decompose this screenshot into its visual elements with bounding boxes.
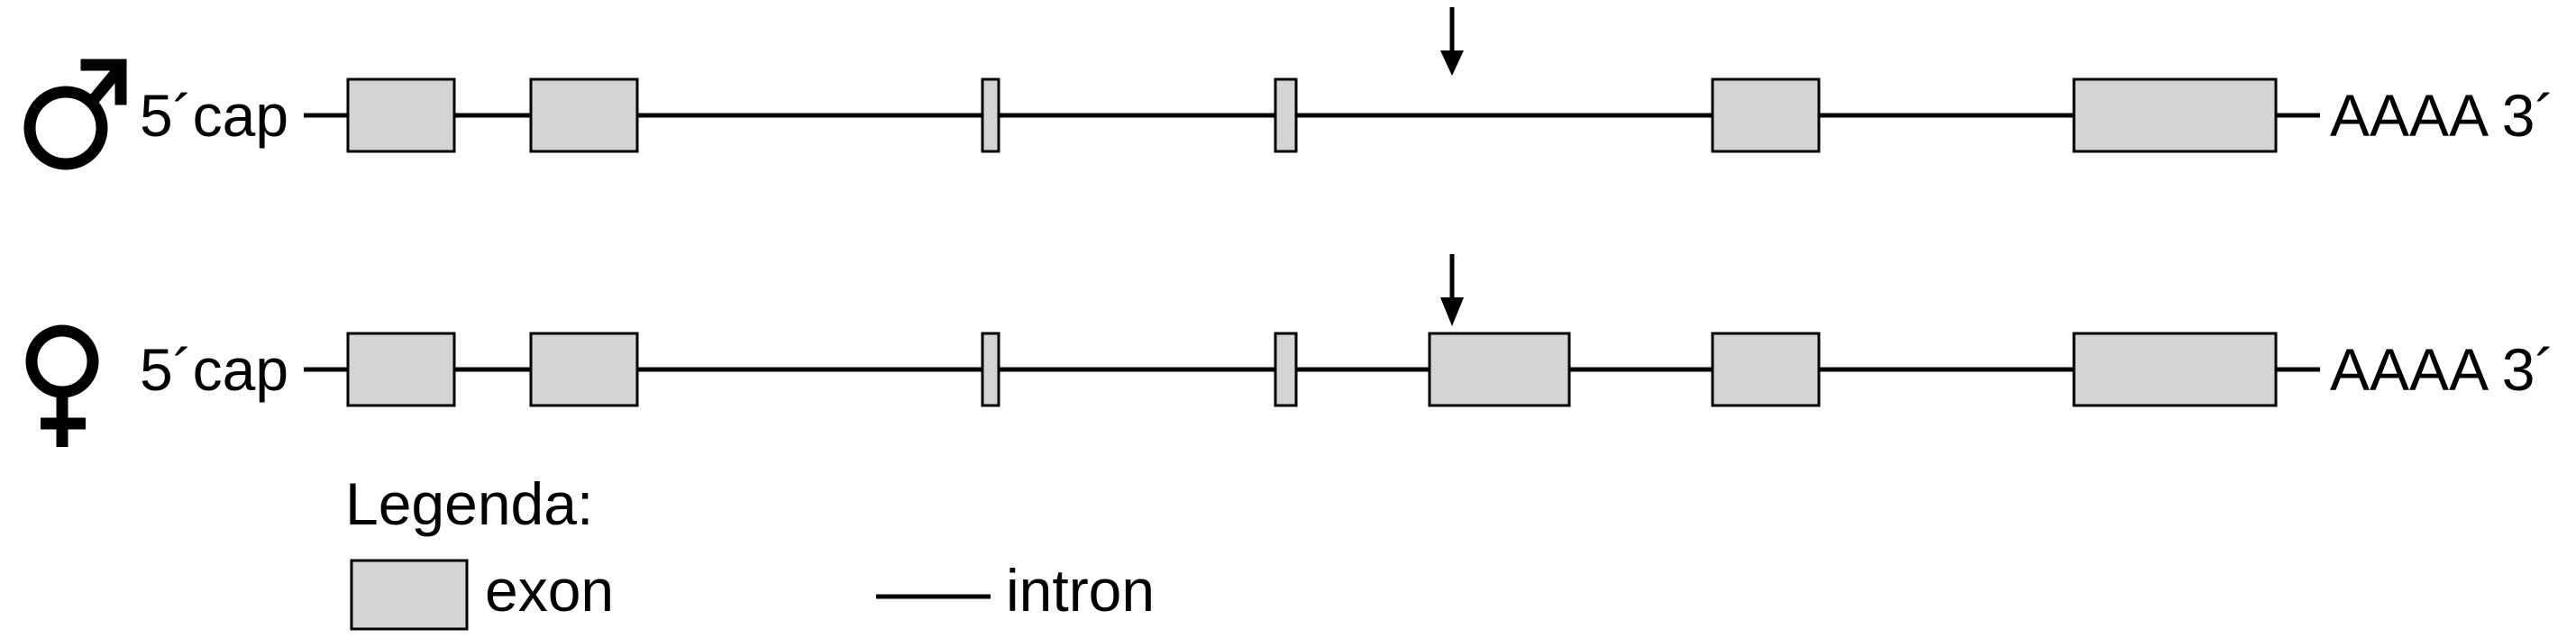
legend-intron-label: intron [1006, 557, 1155, 624]
exon-box [1711, 77, 1821, 153]
legend: Legenda: exon intron [345, 470, 1155, 631]
exon-box [346, 332, 456, 407]
poly-a-tail-label: AAAA 3´ [2330, 82, 2554, 149]
five-prime-cap-label: 5´cap [140, 82, 288, 149]
exon-box [346, 77, 456, 153]
exon-box [529, 77, 639, 153]
exon-box [981, 332, 1000, 407]
legend-exon-label: exon [485, 557, 614, 624]
transcript-row-male: 5´cap AAAA 3´ [23, 7, 2554, 170]
exon-box [1428, 332, 1571, 407]
poly-a-tail-label: AAAA 3´ [2330, 336, 2554, 403]
five-prime-cap-label: 5´cap [140, 336, 288, 403]
exon-box [2072, 77, 2278, 153]
male-symbol-icon [23, 59, 127, 170]
transcript-row-female: 5´cap AAAA 3´ [25, 254, 2554, 447]
down-arrow-icon [1440, 254, 1464, 326]
exon-box [1274, 77, 1298, 153]
exon-box [2072, 332, 2278, 407]
exon-box [529, 332, 639, 407]
female-symbol-icon [25, 324, 99, 447]
down-arrow-icon [1440, 7, 1464, 76]
exon-box [981, 77, 1000, 153]
exon-box [1274, 332, 1298, 407]
exon-box [1711, 332, 1821, 407]
legend-exon-swatch [350, 559, 469, 631]
legend-title: Legenda: [345, 470, 593, 537]
